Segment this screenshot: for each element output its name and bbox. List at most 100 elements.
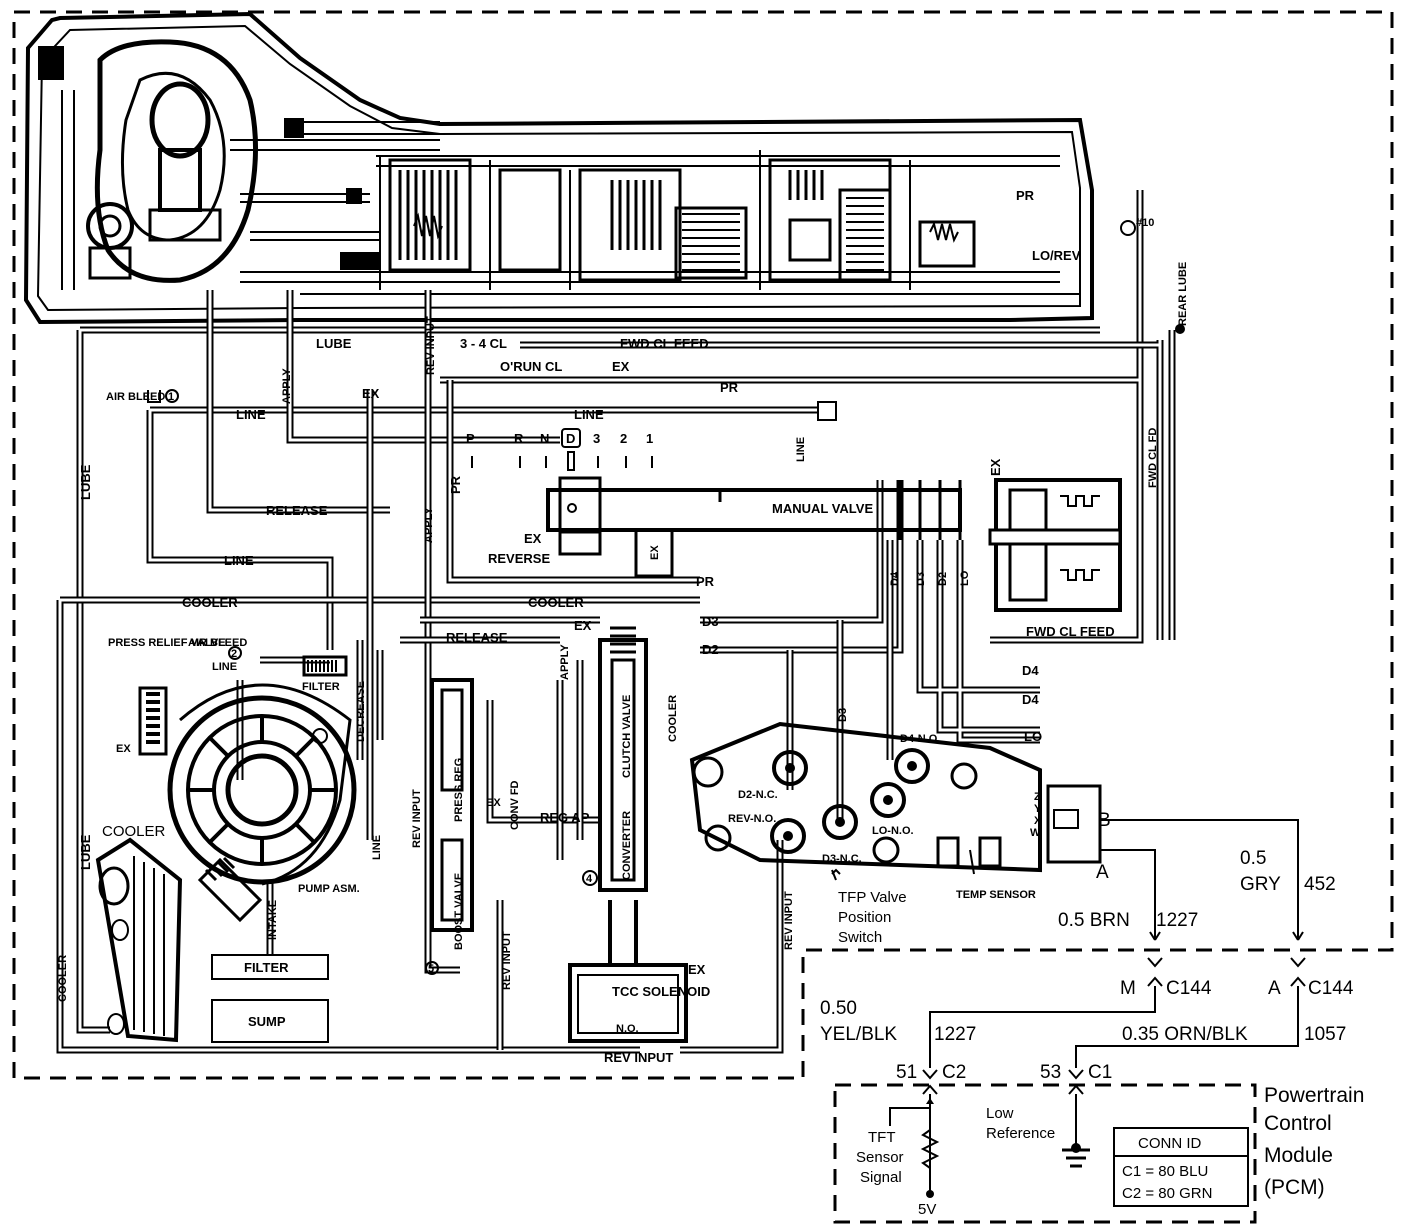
label-lube: LUBE xyxy=(316,336,352,351)
label-wire-yel-circuit: 1227 xyxy=(934,1024,976,1045)
planetary-gearset xyxy=(674,188,892,282)
label-d4-right2: D4 xyxy=(1022,692,1039,707)
label-c144-m: C144 xyxy=(1166,978,1212,999)
pcm-boundary xyxy=(833,1083,1257,1224)
press-relief-valve xyxy=(138,686,168,756)
label-ex-tcc: EX xyxy=(688,962,706,977)
label-temp-sensor: TEMP SENSOR xyxy=(956,889,1036,901)
label-decrease: DECREASE xyxy=(355,681,367,742)
label-check-10: #10 xyxy=(1136,217,1154,229)
label-release-lower: RELEASE xyxy=(446,630,508,645)
label-rev-input-bottom2: REV INPUT xyxy=(501,931,513,990)
filter-small xyxy=(302,655,348,677)
label-lo: LO xyxy=(959,570,971,586)
label-wire-orn-circuit: 1057 xyxy=(1304,1024,1346,1045)
clutch-pack-rear xyxy=(768,158,892,282)
label-lo-no: LO-N.O. xyxy=(872,825,914,837)
label-ex-orun: EX xyxy=(612,359,630,374)
label-5v: 5V xyxy=(918,1201,936,1218)
label-sump: SUMP xyxy=(248,1014,286,1029)
label-air-bleed-top: AIR BLEED xyxy=(106,391,165,403)
label-apply-lower: APPLY xyxy=(559,644,571,680)
label-lo-rev: LO/REV xyxy=(1032,248,1081,263)
air-bleed-2 xyxy=(228,646,242,660)
label-press-reg: PRESS REG xyxy=(453,758,465,822)
label-tft-line3: Signal xyxy=(860,1169,902,1186)
label-manual-valve: MANUAL VALVE xyxy=(772,501,873,516)
lo-rev-servo xyxy=(918,220,976,268)
clutch-pack-fwd xyxy=(498,168,682,282)
label-conn-a: A xyxy=(1268,978,1281,999)
gear-d: D xyxy=(566,431,575,446)
label-fwd-cl-feed-lower: FWD CL FEED xyxy=(1026,624,1115,639)
label-check-4: 4 xyxy=(586,873,593,885)
label-cooler-top2: COOLER xyxy=(528,595,584,610)
label-wire-orn: 0.35 ORN/BLK xyxy=(1122,1024,1248,1045)
manual-valve xyxy=(546,476,962,578)
label-pump-asm: PUMP ASM. xyxy=(298,883,360,895)
rear-lube-orifice xyxy=(1175,324,1185,334)
label-tfp-line2: Position xyxy=(838,909,891,926)
label-filter: FILTER xyxy=(244,960,289,975)
label-rev-input-right: REV INPUT xyxy=(783,891,795,950)
label-d4-right1: D4 xyxy=(1022,663,1039,678)
label-cooler: COOLER xyxy=(102,823,166,840)
label-check-5: 5 xyxy=(428,963,434,975)
label-ex-boost: EX xyxy=(486,797,501,809)
label-wire-gry: GRY xyxy=(1240,874,1281,895)
label-d2-left: D2 xyxy=(702,642,719,657)
filter-box xyxy=(211,954,329,980)
pin-z: Z xyxy=(1034,791,1041,803)
label-low-ref-line1: Low xyxy=(986,1105,1014,1122)
label-air-bleed-2: AIR BLEED xyxy=(188,637,247,649)
label-reverse: REVERSE xyxy=(488,551,550,566)
spring-pack-1 xyxy=(413,212,443,240)
pump-assembly xyxy=(167,683,357,923)
label-lube-vertical: LUBE xyxy=(78,464,93,500)
label-reg-ap: REG AP xyxy=(540,810,590,825)
label-tfp-line1: TFP Valve xyxy=(838,889,907,906)
label-ex-accumulator: EX xyxy=(988,458,1003,476)
label-wire-brn: 0.5 BRN xyxy=(1058,910,1130,931)
label-rev-input-lower: REV INPUT xyxy=(411,789,423,848)
label-fwd-cl-fd: FWD CL FD xyxy=(1147,428,1159,488)
label-rear-lube: REAR LUBE xyxy=(1177,262,1189,326)
label-c144-a: C144 xyxy=(1308,978,1354,999)
label-filter-small: FILTER xyxy=(302,681,340,693)
label-d2-nc: D2-N.C. xyxy=(738,789,778,801)
label-conv-fd: CONV FD xyxy=(509,780,521,830)
label-ex-converter: EX xyxy=(574,618,592,633)
clutch-pack-34 xyxy=(388,158,472,272)
label-intake: INTAKE xyxy=(267,900,279,940)
label-tft-line2: Sensor xyxy=(856,1149,904,1166)
label-conn-c2: C2 xyxy=(942,1062,966,1083)
label-pin-51: 51 xyxy=(896,1062,917,1083)
conn-id-box xyxy=(1113,1127,1249,1207)
converter-clutch-valve xyxy=(582,626,648,892)
label-d3: D3 xyxy=(915,572,927,586)
label-pr-vertical: PR xyxy=(448,475,463,494)
label-pin-b: B xyxy=(1098,810,1111,831)
label-line-lower: LINE xyxy=(212,661,237,673)
label-air-bleed-1: 1 xyxy=(168,391,174,403)
label-line-mid: LINE xyxy=(224,553,254,568)
label-pin-53: 53 xyxy=(1040,1062,1061,1083)
label-rev-input-bottom: REV INPUT xyxy=(604,1050,673,1065)
label-rev-no: REV-N.O. xyxy=(728,813,776,825)
label-ex-box: EX xyxy=(649,545,661,560)
tfp-connector xyxy=(1046,784,1102,864)
label-low-ref-line2: Reference xyxy=(986,1125,1055,1142)
label-cooler-vertical: COOLER xyxy=(667,695,679,742)
label-3-4-cl: 3 - 4 CL xyxy=(460,336,507,351)
label-wire-yel: YEL/BLK xyxy=(820,1024,897,1045)
label-ex-manual: EX xyxy=(524,531,542,546)
label-pin-a: A xyxy=(1096,862,1109,883)
label-release: RELEASE xyxy=(266,503,328,518)
label-boost-valve: BOOST VALVE xyxy=(453,873,465,950)
tee-fitting xyxy=(817,401,837,421)
label-orun-cl: O'RUN CL xyxy=(500,359,562,374)
label-conn-id-c2: C2 = 80 GRN xyxy=(1122,1185,1212,1202)
label-pcm-line1: Powertrain xyxy=(1264,1084,1364,1107)
gear-1: 1 xyxy=(646,431,653,446)
label-lube-lower: LUBE xyxy=(78,834,93,870)
